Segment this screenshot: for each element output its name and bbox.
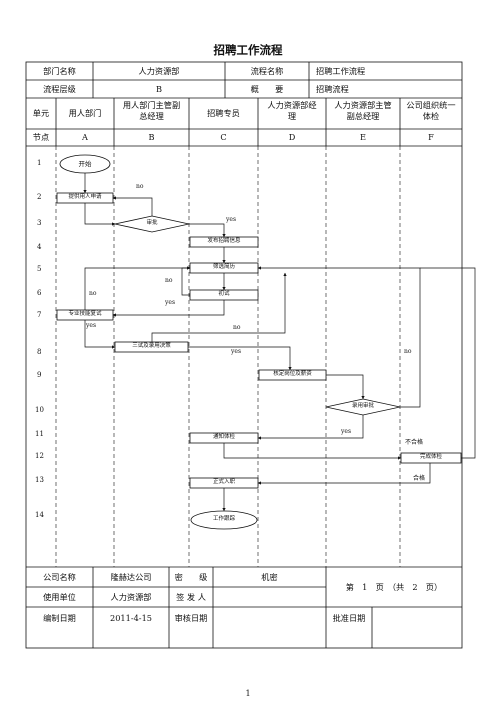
summary-value: 招聘流程 (316, 84, 349, 94)
node-c: C (220, 132, 227, 142)
row-number: 6 (37, 289, 42, 297)
dept-value: 人力资源部 (138, 66, 180, 76)
yes-label: yes (165, 299, 176, 306)
no-label: no (89, 290, 97, 297)
pass-label: 合格 (413, 475, 426, 482)
node-e: E (360, 132, 366, 142)
summary-label: 概 要 (250, 84, 284, 94)
flow-name-label: 流程名称 (250, 66, 284, 76)
row-number: 12 (35, 452, 44, 460)
yes-label: yes (86, 322, 97, 329)
page-info: 第 1 页 （共 2 页） (345, 582, 443, 592)
row-number: 7 (37, 311, 42, 319)
row-number: 8 (37, 348, 42, 356)
no-label: no (233, 324, 241, 331)
row-number: 2 (37, 193, 42, 201)
row-number: 3 (37, 219, 42, 227)
unit-value-footer: 人力资源部 (110, 592, 152, 602)
unit-d: 人力资源部经理 (267, 100, 317, 122)
no-label: no (136, 183, 144, 190)
unit-label-footer: 使用单位 (43, 592, 76, 602)
flow-name-value: 招聘工作流程 (316, 66, 366, 76)
yes-label: yes (226, 216, 237, 223)
unit-label: 单元 (32, 108, 50, 118)
node-a: A (82, 132, 88, 142)
approve-label: 审批 (146, 220, 158, 226)
signer-label: 签 发 人 (176, 592, 206, 602)
unit-e: 人力资源部主管副总经理 (334, 100, 392, 122)
publish-label: 发布招聘信息 (207, 238, 241, 244)
screen-label: 筛选简历 (212, 264, 235, 270)
no-label: no (404, 348, 412, 355)
node-d: D (288, 132, 296, 142)
row-number: 11 (35, 430, 44, 438)
dept-label: 部门名称 (43, 66, 76, 76)
row-number: 5 (37, 265, 42, 273)
yes-label: yes (231, 348, 242, 355)
unit-f: 公司组织统一体检 (406, 100, 456, 122)
page-title: 招聘工作流程 (213, 43, 283, 57)
retest-label: 专业技能复试 (68, 311, 102, 317)
submit-label: 提供用人申请 (68, 194, 102, 200)
approve-label: 批准日期 (332, 613, 366, 623)
notify-label: 通知体检 (212, 434, 235, 440)
approve-diamond (114, 215, 190, 233)
fail-label: 不合格 (405, 439, 424, 446)
node-f: F (428, 132, 434, 142)
unit-c: 招聘专员 (207, 108, 240, 118)
level-label: 流程层级 (43, 84, 76, 94)
unit-b: 用人部门主管副总经理 (122, 100, 181, 122)
onboard-label: 正式入职 (212, 479, 235, 485)
secret-value: 机密 (261, 572, 278, 582)
unit-a: 用人部门 (68, 108, 102, 118)
node-label: 节点 (32, 132, 50, 142)
node-b: B (148, 132, 155, 142)
date-label: 编制日期 (43, 613, 76, 623)
company-label: 公司名称 (43, 572, 76, 582)
date-value: 2011-4-15 (110, 613, 152, 623)
row-number: 14 (35, 511, 44, 519)
row-number: 9 (37, 371, 42, 379)
row-number: 13 (35, 476, 44, 484)
no-label: no (165, 277, 173, 284)
checkup-label: 完成体检 (419, 454, 442, 460)
level-value: B (155, 84, 163, 94)
row-number: 1 (37, 159, 42, 167)
first-interview-label: 初试 (218, 291, 230, 297)
yes-label: yes (341, 428, 352, 435)
hire-approve-label: 录用审批 (351, 403, 374, 409)
page-number: 1 (245, 689, 251, 698)
track-label: 工作跟踪 (212, 516, 235, 522)
salary-label: 核定岗位及薪资 (273, 371, 312, 377)
review-label: 审核日期 (174, 613, 208, 623)
row-number: 10 (35, 406, 44, 414)
start-label: 开始 (78, 160, 92, 168)
row-number: 4 (37, 243, 42, 251)
third-label: 三试及录用决策 (132, 343, 171, 349)
secret-label: 密 级 (174, 572, 208, 582)
company-value: 隆赫达公司 (110, 572, 152, 582)
